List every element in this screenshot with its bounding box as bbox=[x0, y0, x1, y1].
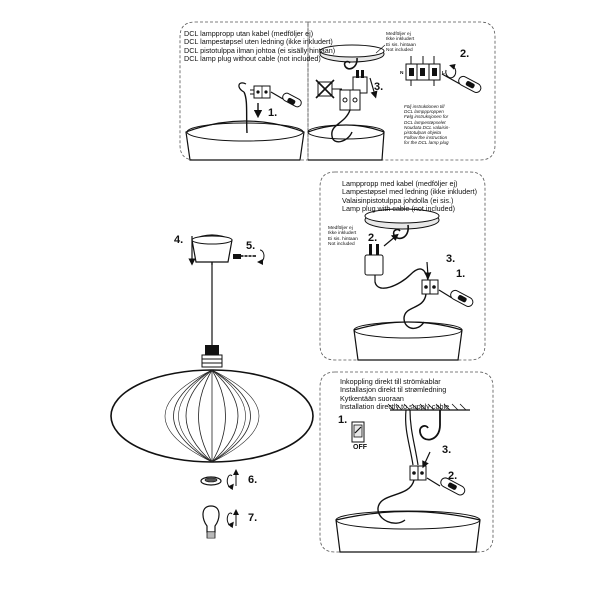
step-3-label: 3. bbox=[442, 444, 452, 456]
cable bbox=[243, 91, 248, 134]
ceiling bbox=[387, 403, 470, 411]
terminal-block bbox=[409, 465, 427, 481]
header-line: Kytkentään suoraan bbox=[340, 393, 404, 403]
note-line: for the DCL lamp plug bbox=[404, 140, 449, 146]
hook-icon bbox=[419, 410, 441, 441]
step-3-label: 3. bbox=[374, 81, 384, 93]
note-line: Noudata DCL valaisin- bbox=[404, 124, 450, 130]
panel-top-right bbox=[307, 21, 496, 161]
follow-instructions-note: Följ instruktionen till DCL lamppproppen… bbox=[404, 104, 450, 146]
header-line: Lamppropp med kabel (medföljer ej) bbox=[342, 179, 458, 188]
note-line: Medföljer ej bbox=[328, 226, 353, 231]
screwdriver-icon bbox=[441, 73, 482, 93]
note-line: Ikke inkludert bbox=[328, 231, 357, 237]
header-line: DCL lampestøpsel uten ledning (ikke inkl… bbox=[184, 37, 333, 47]
wiring-block bbox=[339, 89, 361, 111]
lamp-plug-icon bbox=[364, 244, 384, 282]
step-5-label: 5. bbox=[246, 240, 256, 252]
step-2-label: 2. bbox=[368, 232, 378, 244]
supply-cable bbox=[405, 409, 414, 466]
step-1-label: 1. bbox=[338, 414, 348, 426]
panel-middle-right bbox=[319, 171, 486, 361]
lamp-holder bbox=[201, 345, 223, 368]
leader-line bbox=[375, 44, 386, 54]
screwdriver-icon bbox=[438, 289, 474, 307]
arrow-icon bbox=[369, 77, 378, 99]
note-line: Medföljer ej bbox=[386, 32, 411, 37]
header-line: Lampestøpsel med ledning (ikke inkludert… bbox=[342, 187, 478, 197]
note-line: Not included bbox=[386, 48, 413, 54]
screwdriver-icon bbox=[426, 477, 466, 496]
header-dcl-without-cable: DCL lamppropp utan kabel (medföljer ej) … bbox=[184, 29, 336, 64]
note-line: Not included bbox=[328, 242, 355, 248]
screwdriver-icon bbox=[270, 91, 302, 108]
rotate-arrow-icon bbox=[226, 512, 234, 529]
step-7-label: 7. bbox=[248, 512, 258, 524]
terminal-n-label: N bbox=[400, 71, 404, 76]
off-label: OFF bbox=[353, 444, 367, 451]
cable bbox=[403, 293, 427, 329]
shade-ring-icon bbox=[200, 476, 222, 486]
ceiling-rose bbox=[319, 44, 385, 63]
arrow-icon bbox=[422, 451, 431, 469]
header-line: Installasjon direkt til strømledning bbox=[340, 385, 447, 395]
step-1-label: 1. bbox=[268, 107, 278, 119]
wall-switch-icon bbox=[351, 421, 365, 443]
header-line: DCL pistotulppa ilman johtoa (ei sisälly… bbox=[184, 45, 336, 55]
note-line: Følg instruksjonen for bbox=[404, 114, 449, 120]
not-included-note: Medföljer ej Ikke inkludert Ei sis. hint… bbox=[328, 226, 358, 248]
cable bbox=[377, 479, 415, 524]
header-line: Installation directly to supply cable bbox=[340, 402, 450, 412]
header-direct-supply: Inkoppling direkt till strömkablar Insta… bbox=[340, 377, 450, 412]
pendant-shade bbox=[110, 369, 314, 463]
rotate-arrow-icon bbox=[226, 474, 234, 491]
lamp-overview bbox=[110, 234, 314, 539]
dcl-plug-crossed-icon bbox=[315, 79, 342, 99]
arrow-down-icon bbox=[424, 261, 432, 280]
note-line: Följ instruktionen till bbox=[404, 104, 445, 109]
terminal-l-label: L bbox=[442, 71, 445, 76]
lampshade-top bbox=[307, 124, 385, 161]
note-line: Ikke inkludert bbox=[386, 37, 415, 43]
note-line: Ei sis. hintaan bbox=[386, 42, 416, 48]
header-line: Valaisinpistotulppa johdolla (ei sis.) bbox=[342, 195, 454, 205]
not-included-note: Medföljer ej Ikke inkludert Ei sis. hint… bbox=[386, 32, 416, 54]
lampshade-top bbox=[185, 120, 305, 161]
panel-top-left bbox=[179, 21, 309, 161]
arrow-icon bbox=[383, 233, 399, 247]
terminal-block bbox=[421, 279, 439, 295]
note-line: pistotulpan ohjeita bbox=[404, 130, 442, 136]
panel-bottom-right bbox=[319, 371, 494, 553]
step-6-label: 6. bbox=[248, 474, 258, 486]
note-line: DCL lampestøpselet bbox=[404, 119, 446, 125]
step-1-label: 1. bbox=[456, 268, 466, 280]
header-line: Lamp plug with cable (not included) bbox=[342, 204, 456, 214]
note-line: Follow the instruction bbox=[404, 135, 448, 141]
cable bbox=[374, 268, 429, 289]
ceiling-rose bbox=[364, 208, 440, 230]
step-3-label: 3. bbox=[446, 253, 456, 265]
note-line: DCL lamppproppen bbox=[404, 109, 444, 115]
header-line: Inkoppling direkt till strömkablar bbox=[340, 377, 441, 386]
header-line: DCL lamp plug without cable (not include… bbox=[184, 54, 321, 64]
rotate-arrow-icon bbox=[257, 249, 265, 265]
terminal-detail bbox=[405, 56, 441, 86]
step-2-label: 2. bbox=[460, 48, 470, 60]
step-2-label: 2. bbox=[448, 470, 458, 482]
header-line: DCL lamppropp utan kabel (medföljer ej) bbox=[184, 29, 314, 38]
note-line: Ei sis. hintaan bbox=[328, 236, 358, 242]
screw-icon bbox=[233, 254, 256, 259]
rotate-arrow-icon bbox=[445, 64, 457, 79]
light-bulb-icon bbox=[202, 505, 220, 539]
step-4-label: 4. bbox=[174, 234, 184, 246]
terminal-block bbox=[250, 85, 271, 99]
header-plug-with-cable: Lamppropp med kabel (medföljer ej) Lampe… bbox=[342, 179, 478, 214]
lampshade-top bbox=[335, 510, 481, 553]
hook-icon bbox=[343, 57, 358, 70]
